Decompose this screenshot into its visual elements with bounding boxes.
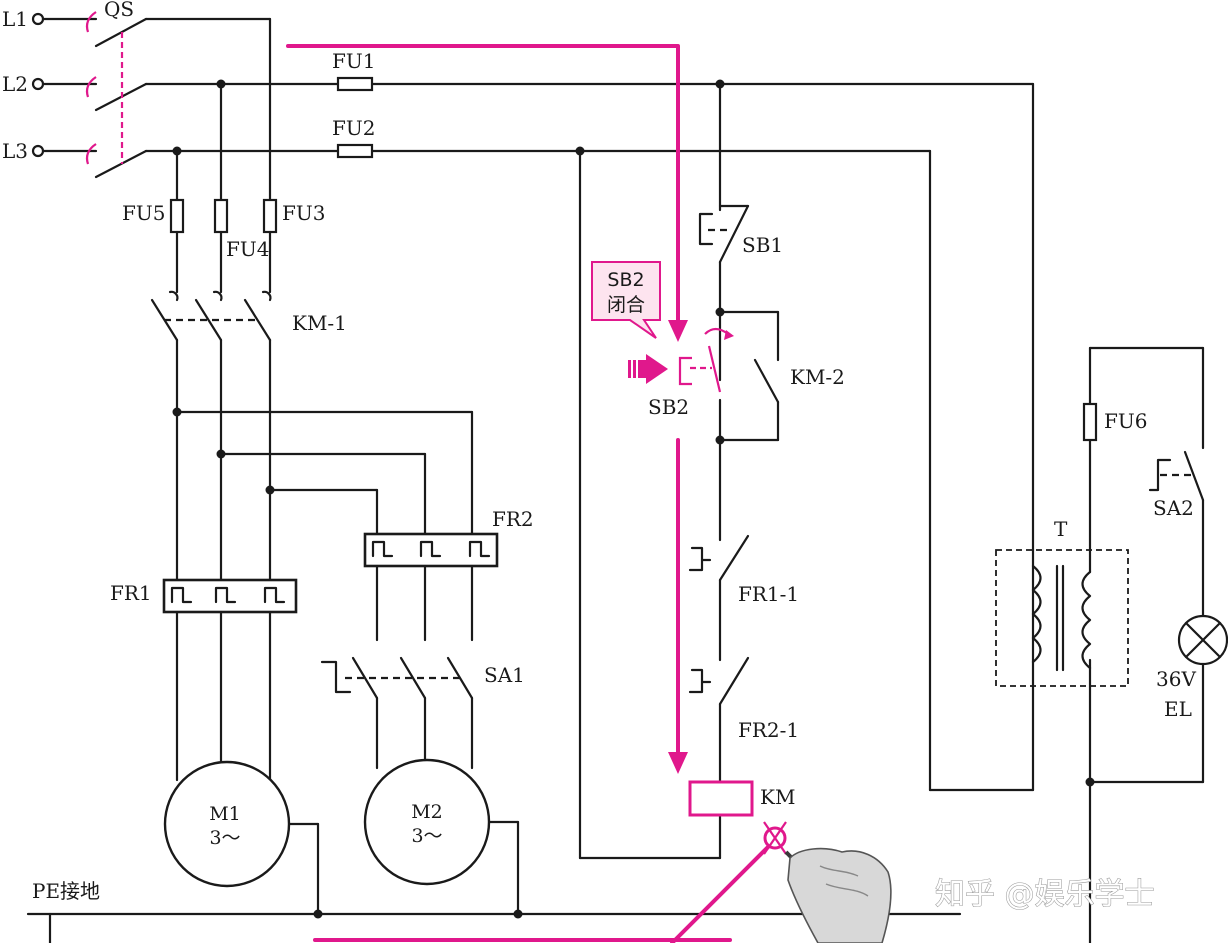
label-sb1: SB1 (742, 233, 783, 257)
label-m2-rating: 3～ (411, 825, 442, 847)
current-flow-path (286, 44, 777, 943)
fuse-fu4 (213, 198, 229, 234)
label-fu1: FU1 (332, 49, 375, 73)
label-sb2: SB2 (648, 395, 689, 419)
label-lamp-voltage: 36V (1156, 667, 1196, 691)
label-qs: QS (104, 0, 134, 21)
callout-line1: SB2 (607, 269, 644, 291)
label-l2: L2 (2, 72, 28, 96)
label-m2: M2 (411, 801, 443, 823)
label-km1: KM-1 (292, 311, 347, 335)
push-arrow-icon (628, 354, 668, 384)
fuse-fu6 (1082, 402, 1098, 442)
supply-terminals (31, 12, 98, 158)
label-m1: M1 (209, 803, 241, 825)
control-circuit (578, 82, 780, 860)
label-fr1: FR1 (110, 581, 152, 605)
pushbutton-sb2[interactable] (678, 327, 734, 393)
label-pe: PE接地 (32, 879, 100, 903)
callout-sb2-closed: SB2 闭合 (591, 261, 661, 339)
probe-terminal (763, 821, 787, 855)
label-fr2: FR2 (492, 507, 534, 531)
contactor-coil-km (688, 780, 754, 817)
label-l3: L3 (2, 139, 28, 163)
main-buses (144, 17, 1035, 792)
label-m1-rating: 3～ (209, 827, 240, 849)
fuse-fu5 (169, 198, 185, 234)
switch-sa1 (320, 656, 474, 770)
label-fr2-1: FR2-1 (738, 718, 799, 742)
lighting-circuit (995, 346, 1205, 943)
motor-m1 (163, 760, 323, 919)
fuse-fu1 (336, 76, 374, 92)
label-l1: L1 (2, 7, 28, 31)
motor-m2 (363, 758, 523, 919)
label-fu5: FU5 (122, 201, 165, 225)
contactor-km1-main (150, 230, 272, 582)
label-t: T (1054, 517, 1068, 541)
label-el: EL (1164, 697, 1192, 721)
label-km: KM (760, 785, 795, 809)
label-fu4: FU4 (226, 237, 269, 261)
branch-m2 (172, 407, 474, 536)
hand-pen-icon (784, 847, 892, 943)
fuse-fu3 (262, 198, 278, 234)
label-fr1-1: FR1-1 (738, 582, 799, 606)
callout-line2: 闭合 (607, 294, 645, 316)
watermark: 知乎 @娱乐学士 (935, 877, 1155, 912)
lamp-icon (1177, 614, 1228, 666)
label-sa2: SA2 (1153, 496, 1194, 520)
thermal-relay-fr1 (162, 578, 298, 782)
label-fu6: FU6 (1104, 409, 1147, 433)
label-sa1: SA1 (484, 663, 525, 687)
main-switch-qs (85, 11, 148, 179)
thermal-relay-fr2 (363, 532, 499, 642)
label-fu2: FU2 (332, 116, 375, 140)
fuse-fu2 (336, 143, 374, 159)
label-km2: KM-2 (790, 365, 845, 389)
label-fu3: FU3 (282, 201, 325, 225)
